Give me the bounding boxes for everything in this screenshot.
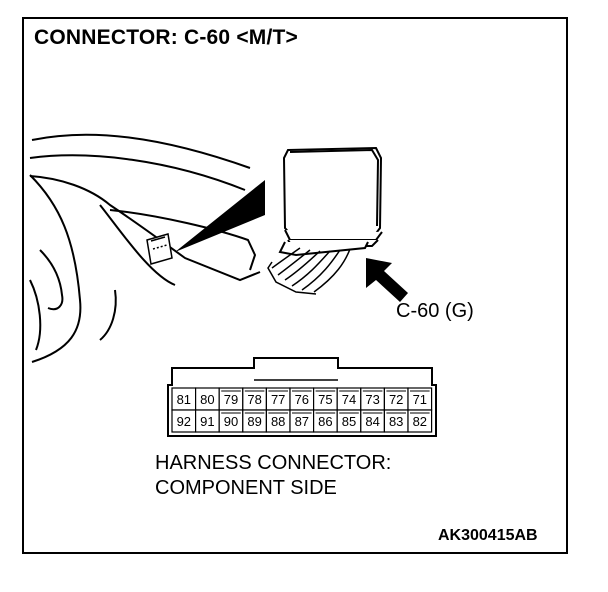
pin-number: 74 xyxy=(342,392,356,407)
harness-label-line1: HARNESS CONNECTOR: xyxy=(155,452,392,474)
pin-number: 76 xyxy=(295,392,309,407)
harness-label-line2: COMPONENT SIDE xyxy=(155,477,337,499)
pin-number: 81 xyxy=(177,392,191,407)
control-unit-icon xyxy=(278,146,383,257)
diagram-frame xyxy=(22,17,568,554)
pin-number: 83 xyxy=(389,414,403,429)
pin-number: 85 xyxy=(342,414,356,429)
zoom-wedge xyxy=(175,180,265,252)
pin-number: 86 xyxy=(318,414,332,429)
harness-wires xyxy=(267,247,351,295)
pin-number: 89 xyxy=(247,414,261,429)
arrow-icon xyxy=(366,258,408,302)
pin-number: 79 xyxy=(224,392,238,407)
pin-number: 72 xyxy=(389,392,403,407)
pin-number: 88 xyxy=(271,414,285,429)
pin-number: 90 xyxy=(224,414,238,429)
diagram-code: AK300415AB xyxy=(438,527,538,544)
pin-number: 78 xyxy=(247,392,261,407)
pin-number: 84 xyxy=(365,414,379,429)
pin-number: 91 xyxy=(200,414,214,429)
pin-number: 82 xyxy=(413,414,427,429)
pin-number: 92 xyxy=(177,414,191,429)
page-title: CONNECTOR: C-60 <M/T> xyxy=(34,26,299,49)
pin-number: 75 xyxy=(318,392,332,407)
harness-label: HARNESS CONNECTOR: COMPONENT SIDE xyxy=(155,451,391,501)
pin-number: 87 xyxy=(295,414,309,429)
pin-number: 73 xyxy=(365,392,379,407)
pin-number: 77 xyxy=(271,392,285,407)
pin-number: 80 xyxy=(200,392,214,407)
dash-connector-icon xyxy=(146,233,173,265)
pin-cell xyxy=(407,409,433,433)
pin-number: 71 xyxy=(413,392,427,407)
dashboard-drawing xyxy=(29,133,261,363)
pin-grid: 81 80 79 78 77 76 75 74 73 72 71 92 91 90 89 88 87 86 85 84… xyxy=(171,387,433,433)
connector-callout: C-60 (G) xyxy=(396,300,474,322)
